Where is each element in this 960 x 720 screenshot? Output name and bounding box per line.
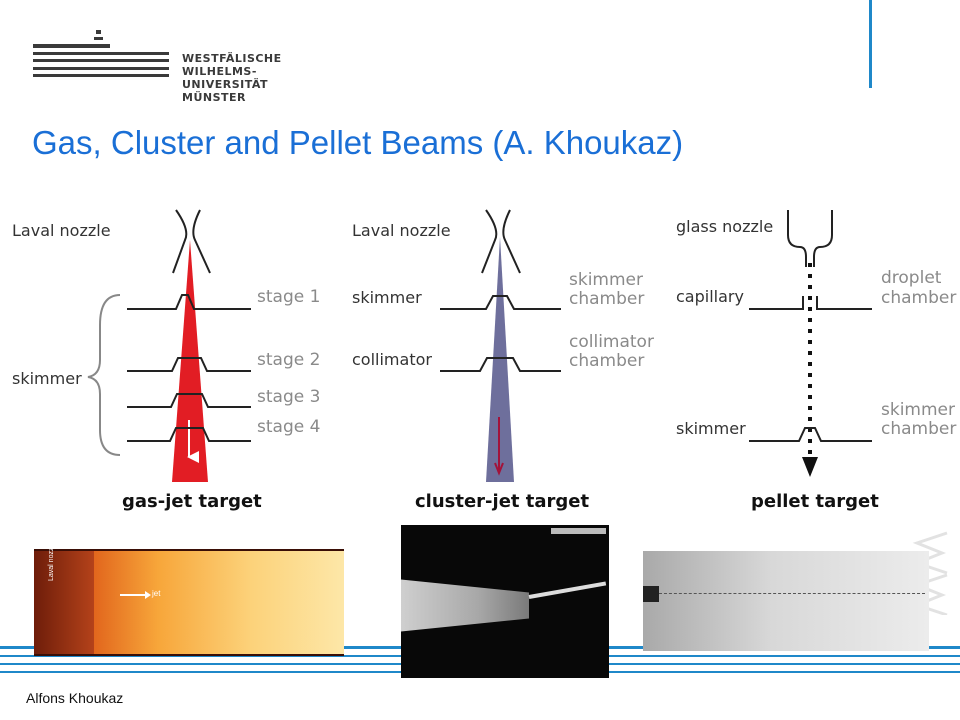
cluster-jet-caption: cluster-jet target [415,491,589,512]
droplet-chamber-label-2: chamber [881,288,956,308]
stage-1-label: stage 1 [257,287,320,307]
stage-3-label: stage 3 [257,387,320,407]
logo-text: WESTFÄLISCHE WILHELMS-UNIVERSITÄT MÜNSTE… [182,52,320,104]
cluster-jet-diagram: Laval nozzle skimmer collimator skimmer … [352,209,654,512]
targets-diagram: Laval nozzle skimmer stage 1 stage 2 sta… [12,209,956,512]
photo-nozzle-label: Laval nozzle [48,542,55,581]
logo-line-1: WESTFÄLISCHE [182,52,282,65]
skimmer-chamber-label-2: chamber [569,289,644,309]
skimmer-chamber-label-1: skimmer [569,270,643,290]
gas-jet-beam [172,240,208,482]
photo-jet-label: jet [152,589,161,598]
pellet-skimmer-chamber-1: skimmer [881,400,955,420]
pellet-caption: pellet target [751,491,879,512]
pellet-skimmer-chamber-2: chamber [881,419,956,439]
pellet-photo [643,551,929,651]
pellet-plates [749,296,872,442]
pellet-skimmer-label: skimmer [676,419,746,438]
logo-line-2: WILHELMS-UNIVERSITÄT [182,65,269,91]
cluster-jet-skimmer-label: skimmer [352,288,422,307]
logo-emblem [33,30,169,77]
footer-author: Alfons Khoukaz [26,690,124,706]
capillary-label: capillary [676,287,744,306]
gas-jet-nozzle [172,209,211,274]
glass-nozzle [787,210,833,267]
gas-jet-diagram: Laval nozzle skimmer stage 1 stage 2 sta… [12,209,320,512]
pellet-diagram: glass nozzle capillary skimmer droplet c… [676,210,956,512]
photo-arrow [120,594,148,596]
skimmer-brace [87,294,121,456]
gas-jet-caption: gas-jet target [122,491,262,512]
stage-2-label: stage 2 [257,350,320,370]
cluster-jet-photo [401,525,609,678]
cluster-jet-skimmers [440,295,561,372]
gas-jet-photo: Laval nozzle jet [34,542,344,656]
collimator-chamber-label-1: collimator [569,332,654,352]
cluster-jet-collimator-label: collimator [352,350,432,369]
cluster-jet-nozzle [481,209,521,274]
gas-jet-skimmer-label: skimmer [12,369,82,388]
logo-line-3: MÜNSTER [182,91,246,104]
cluster-jet-nozzle-label: Laval nozzle [352,221,451,240]
gas-jet-nozzle-label: Laval nozzle [12,221,111,240]
collimator-chamber-label-2: chamber [569,351,644,371]
pellet-arrowhead [802,457,818,477]
stage-4-label: stage 4 [257,417,320,437]
university-logo: WESTFÄLISCHE WILHELMS-UNIVERSITÄT MÜNSTE… [30,30,320,104]
page-title: Gas, Cluster and Pellet Beams (A. Khouka… [32,124,684,161]
cluster-jet-beam [486,237,514,482]
gas-jet-skimmers [127,294,251,442]
droplet-chamber-label-1: droplet [881,268,942,288]
header-divider [869,0,872,88]
glass-nozzle-label: glass nozzle [676,217,773,236]
